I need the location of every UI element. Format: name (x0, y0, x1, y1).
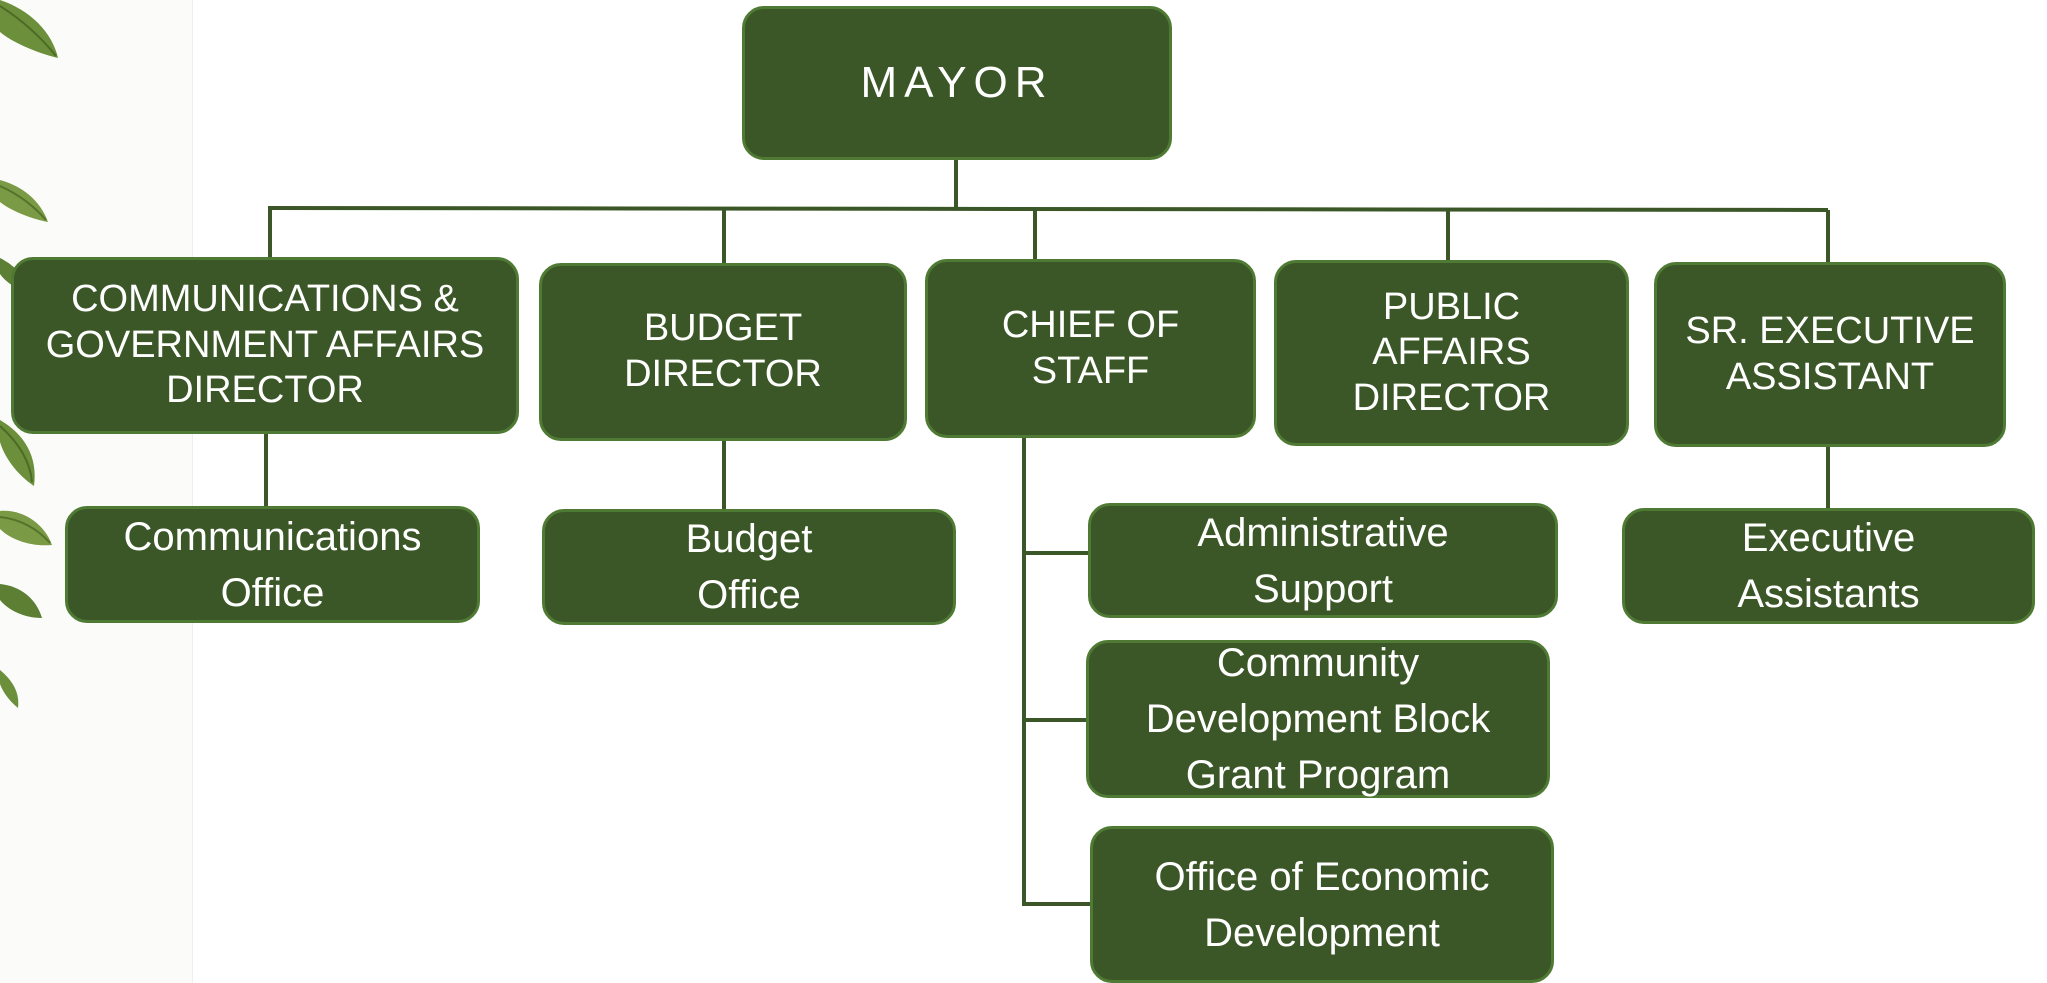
budget-office-box: Budget Office (542, 509, 956, 625)
leaf-icon (0, 584, 42, 618)
director-label-line: DIRECTOR (624, 353, 822, 395)
leaf-icon (0, 180, 48, 222)
unit-label-line: Executive (1741, 516, 1916, 560)
leaf-icon (0, 0, 58, 58)
director-label-line: ASSISTANT (1725, 355, 1935, 398)
director-label-line: COMMUNICATIONS & (71, 278, 459, 321)
executive-assistants-box: Executive Assistants (1622, 508, 2035, 624)
leaf-icon (0, 420, 35, 486)
sr-executive-assistant-box: SR. EXECUTIVE ASSISTANT (1654, 262, 2006, 447)
communications-office-box: Communications Office (65, 506, 480, 623)
unit-label-line: Administrative (1197, 510, 1449, 555)
leaf-icon (0, 670, 19, 708)
director-label-line: GOVERNMENT AFFAIRS (45, 323, 485, 366)
director-label-line: STAFF (1031, 349, 1150, 392)
director-label-line: DIRECTOR (1352, 376, 1551, 419)
director-label-line: PUBLIC (1382, 285, 1521, 328)
director-label-line: BUDGET (643, 307, 803, 350)
unit-label-line: Office of Economic (1154, 854, 1490, 899)
unit-label-line: Budget (685, 517, 813, 561)
mayor-label: MAYOR (860, 57, 1054, 107)
unit-label-line: Grant Program (1185, 753, 1451, 797)
communications-director-box: COMMUNICATIONS & GOVERNMENT AFFAIRS DIRE… (11, 257, 519, 434)
unit-label-line: Community (1216, 641, 1420, 685)
director-label-line: AFFAIRS (1372, 331, 1531, 374)
leaf-icon (0, 510, 52, 546)
director-label-line: CHIEF OF (1001, 303, 1180, 346)
mayor-box: MAYOR (742, 6, 1172, 160)
chief-of-staff-box: CHIEF OF STAFF (925, 259, 1256, 438)
unit-label-line: Development (1204, 910, 1440, 955)
unit-label-line: Communications (123, 514, 422, 559)
decorative-left-panel (0, 0, 193, 983)
unit-label-line: Office (220, 570, 325, 615)
cdbg-program-box: Community Development Block Grant Progra… (1086, 640, 1550, 798)
unit-label-line: Support (1252, 566, 1394, 611)
public-affairs-director-box: PUBLIC AFFAIRS DIRECTOR (1274, 260, 1629, 446)
administrative-support-box: Administrative Support (1088, 503, 1558, 618)
unit-label-line: Assistants (1737, 572, 1920, 616)
director-label-line: SR. EXECUTIVE (1685, 309, 1975, 352)
director-label-line: DIRECTOR (166, 369, 364, 412)
economic-development-box: Office of Economic Development (1090, 826, 1554, 983)
unit-label-line: Development Block (1145, 697, 1491, 741)
budget-director-box: BUDGET DIRECTOR (539, 263, 907, 441)
unit-label-line: Office (697, 573, 801, 617)
